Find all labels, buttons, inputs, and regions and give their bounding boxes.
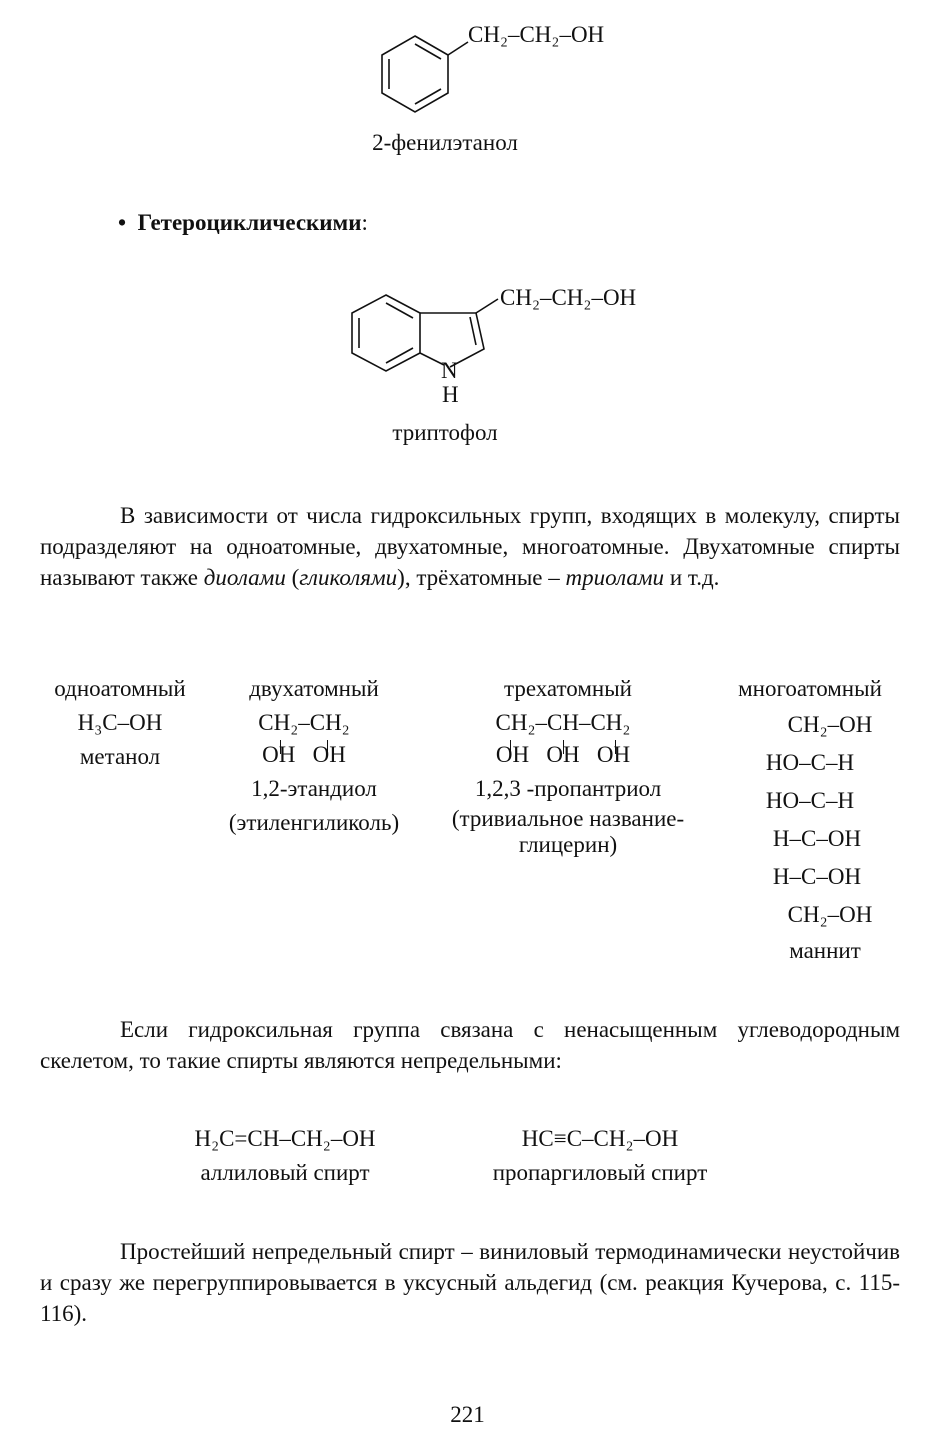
mono-formula: H₃C–OH [77, 710, 163, 735]
tri-name1: 1,2,3 -пропантриол [474, 776, 662, 801]
di-formula-bottom: OH OH [262, 742, 346, 767]
tri-column: трехатомный CH₂–CH–CH₂ OH OH OH 1,2,3 -п… [428, 672, 708, 862]
tryptophol-formula: CH₂–CH₂–OH [500, 285, 637, 310]
di-name2: (этиленгиликоль) [228, 810, 400, 835]
di-header: двухатомный [249, 676, 379, 701]
poly-row: HO–C–H [765, 750, 855, 775]
page-number: 221 [450, 1402, 485, 1427]
di-name1: 1,2-этандиол [251, 776, 377, 801]
term-diols: диолами [203, 565, 286, 590]
tri-name2: (тривиальное название- [451, 806, 685, 831]
benzene-ring [381, 35, 469, 113]
allyl-formula: H₂C=CH–CH₂–OH [194, 1126, 376, 1151]
indole-h: H [442, 382, 459, 407]
phenylethanol-formula: CH₂–CH₂–OH [468, 22, 605, 47]
tryptophol-name: триптофол [392, 420, 498, 445]
indole-ring [351, 294, 499, 372]
mono-name: метанол [79, 744, 161, 769]
heterocyclic-label: Гетероциклическими [137, 210, 362, 235]
tri-bonds [418, 730, 708, 754]
poly-header: многоатомный [738, 676, 882, 701]
di-bonds [178, 730, 430, 754]
poly-row: CH₂–OH [787, 712, 873, 737]
mono-column: одноатомный H₃C–OH метанол [40, 672, 200, 774]
poly-row: HO–C–H [765, 788, 855, 813]
poly-name: маннит [789, 938, 861, 963]
di-column: двухатомный CH₂–CH₂ OH OH 1,2-этандиол (… [198, 672, 430, 840]
poly-row: H–C–OH [772, 864, 862, 889]
propargyl-alcohol: HC≡C–CH₂–OH пропаргиловый спирт [460, 1124, 740, 1188]
paragraph-unsaturated: Если гидроксильная группа связана с нена… [40, 1017, 900, 1073]
tri-header: трехатомный [504, 676, 632, 701]
di-formula-top: CH₂–CH₂ [258, 710, 350, 735]
paragraph-classification: В зависимости от числа гидроксильных гру… [40, 503, 900, 590]
phenylethanol-name: 2-фенилэтанол [372, 130, 518, 155]
paragraph-vinyl: Простейший непредельный спирт – виниловы… [40, 1239, 900, 1326]
poly-row: CH₂–OH [787, 902, 873, 927]
mono-header: одноатомный [54, 676, 186, 701]
term-glycols: гликолями [299, 565, 398, 590]
poly-column: многоатомный CH₂–OH HO–C–H HO–C–H H–C–OH… [720, 672, 900, 968]
tri-formula-top: CH₂–CH–CH₂ [495, 710, 631, 735]
poly-row: H–C–OH [772, 826, 862, 851]
allyl-name: аллиловый спирт [200, 1160, 370, 1185]
term-triols: триолами [565, 565, 665, 590]
propargyl-name: пропаргиловый спирт [492, 1160, 708, 1185]
tri-formula-bottom: OH OH OH [495, 742, 631, 767]
heterocyclic-heading: • Гетероциклическими: [118, 208, 368, 238]
heterocyclic-colon: : [361, 210, 368, 235]
propargyl-formula: HC≡C–CH₂–OH [521, 1126, 679, 1151]
tri-name3: глицерин) [518, 832, 618, 857]
allyl-alcohol: H₂C=CH–CH₂–OH аллиловый спирт [150, 1124, 420, 1188]
bullet-icon: • [118, 210, 127, 235]
indole-n: N [441, 358, 458, 383]
